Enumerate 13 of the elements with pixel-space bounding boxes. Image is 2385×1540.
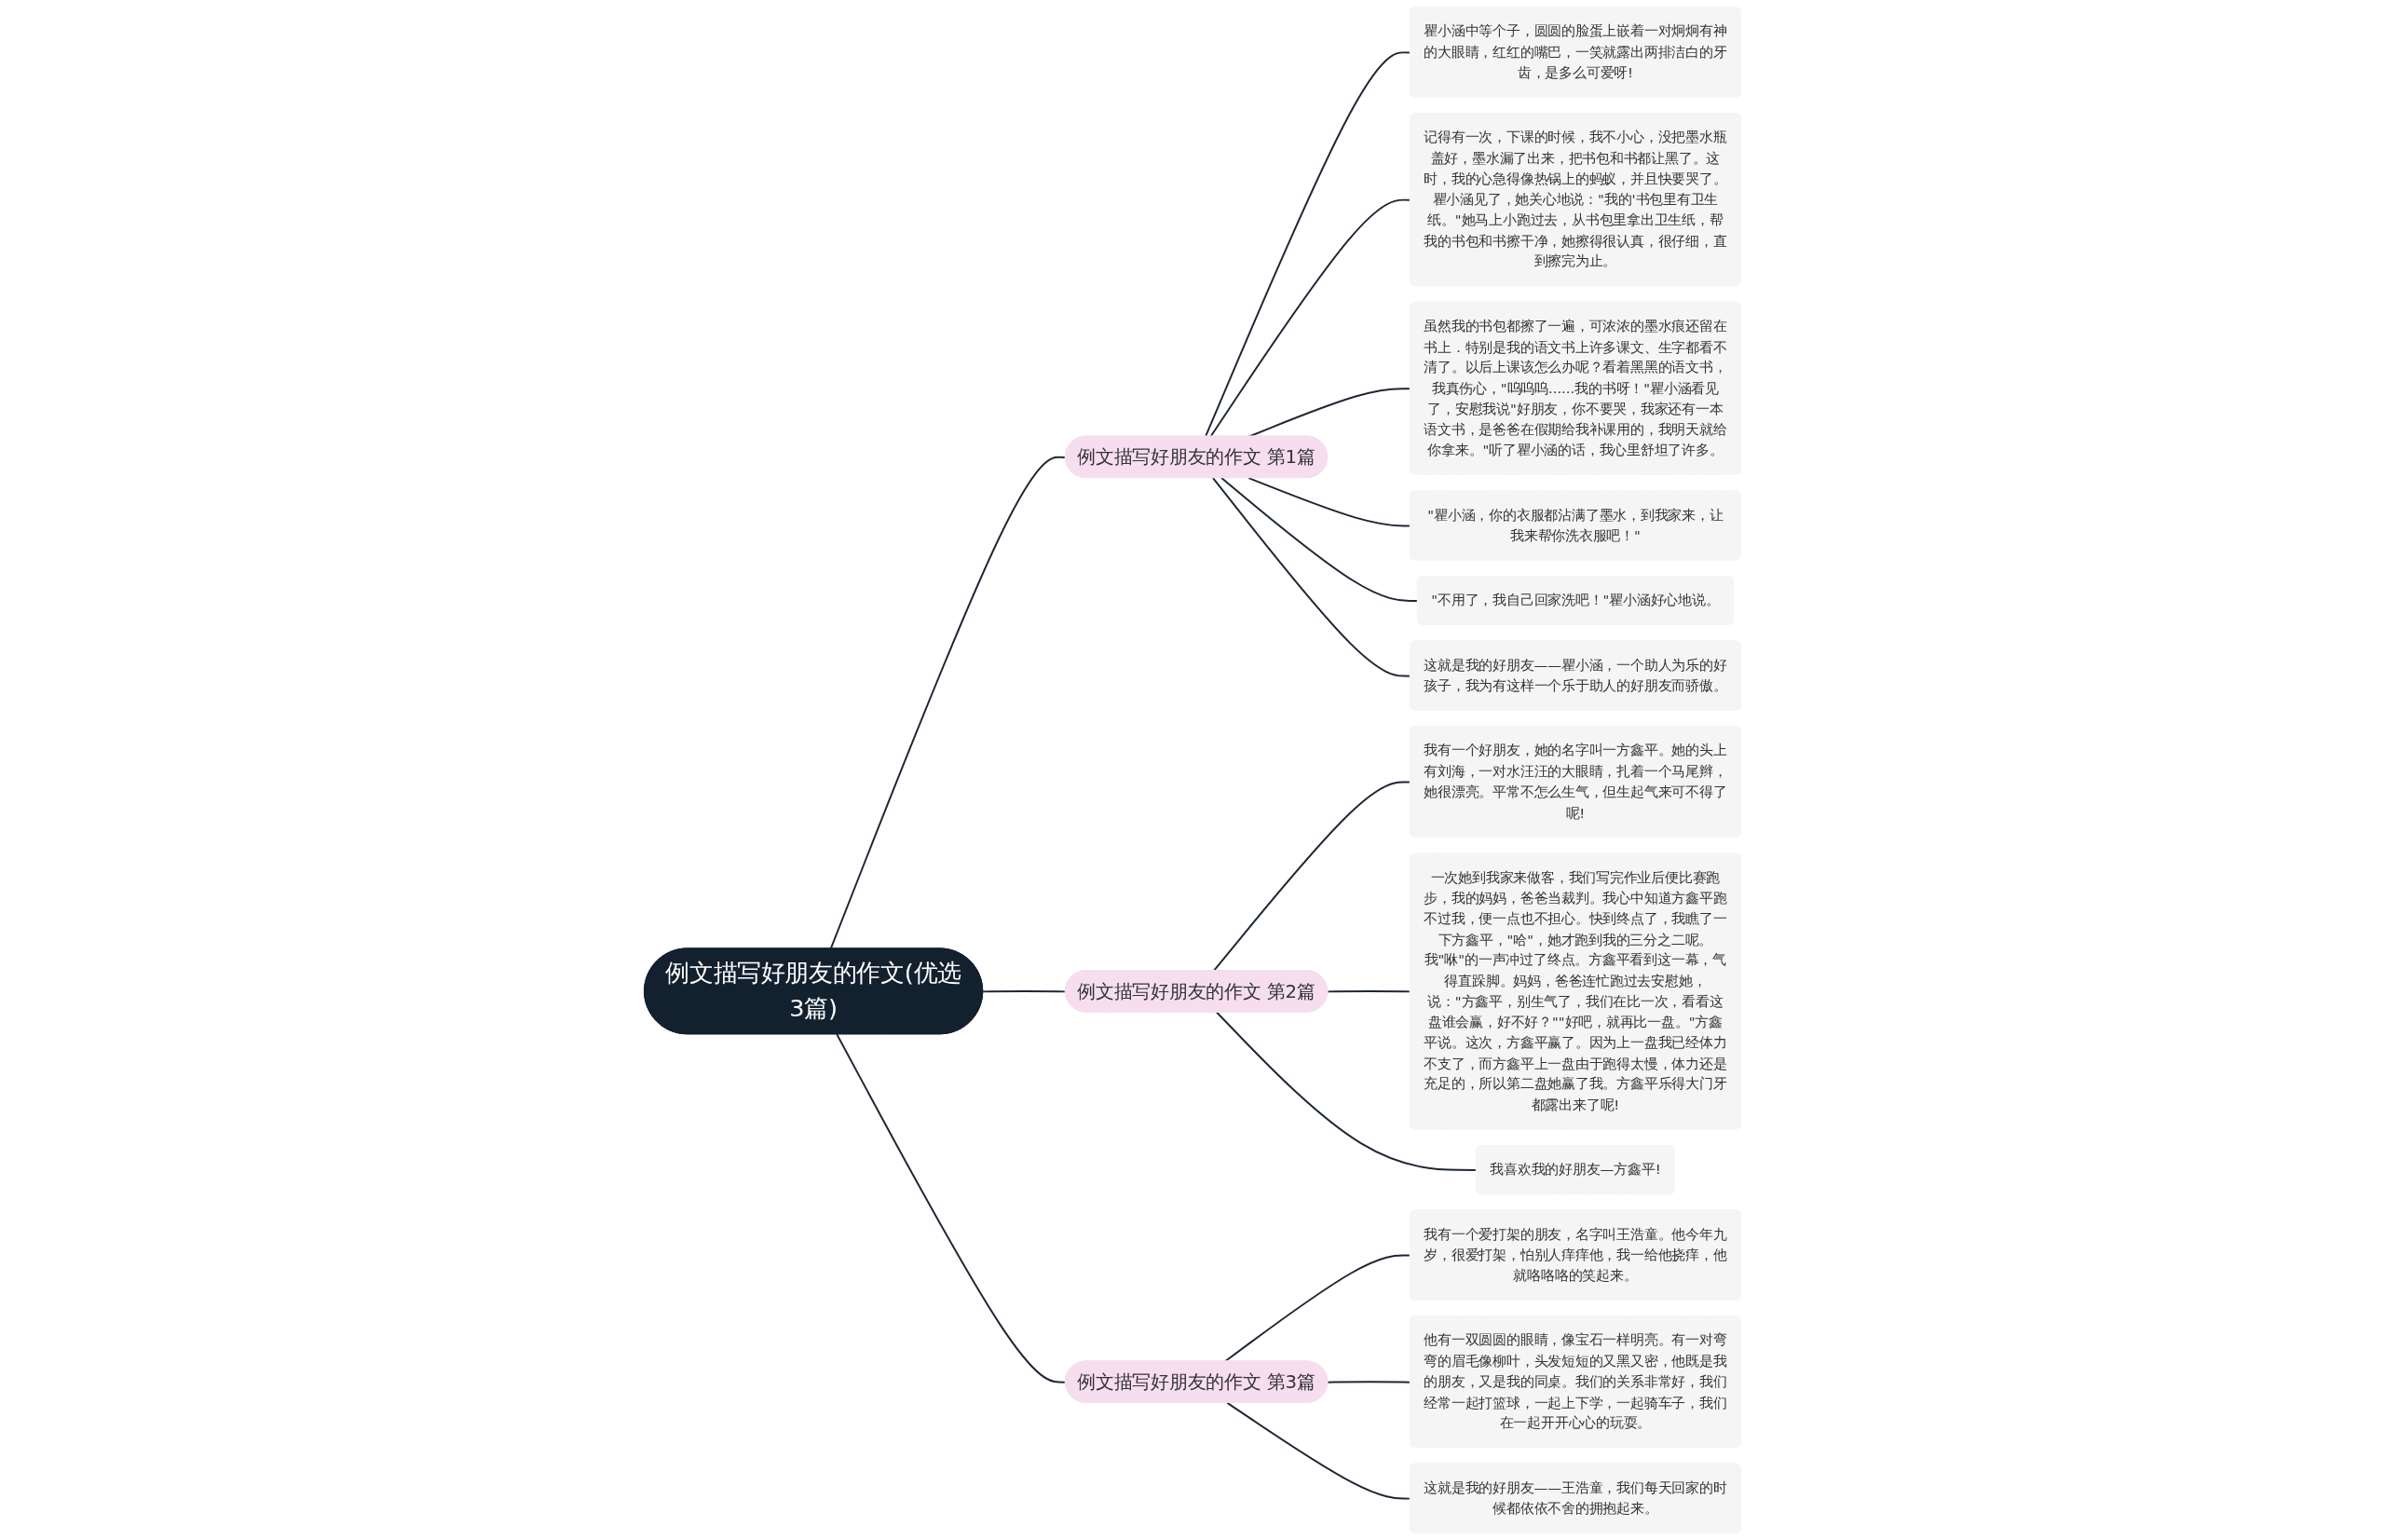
connector (1327, 1381, 1411, 1383)
connector (982, 990, 1067, 993)
connector (1327, 990, 1411, 993)
connector (1220, 477, 1419, 603)
connector (1216, 1011, 1478, 1171)
connector (1205, 51, 1411, 438)
connector (1247, 477, 1411, 527)
connector (1212, 477, 1411, 677)
connector (829, 456, 1067, 950)
connector (836, 1033, 1067, 1383)
connector (1209, 198, 1411, 438)
connector (1247, 388, 1411, 438)
connector (1226, 1401, 1411, 1500)
